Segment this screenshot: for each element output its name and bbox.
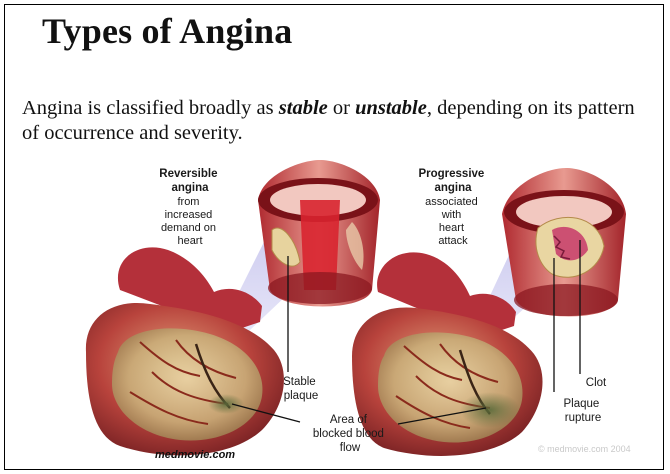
right-heading-line-1: Progressive <box>418 168 484 180</box>
blocked-area-line-2: blocked blood <box>313 428 384 440</box>
medmovie-credit-left: medmovie.com <box>155 449 235 461</box>
left-desc-label: from increased demand on heart <box>161 196 219 247</box>
right-artery-section <box>502 168 626 317</box>
plaque-rupture-line-2: rupture <box>565 412 601 424</box>
right-desc-line-4: attack <box>438 235 468 247</box>
left-desc-line-3: demand on <box>161 222 216 234</box>
right-heading-line-2: angina <box>434 182 472 194</box>
clot-label: Clot <box>586 377 607 389</box>
left-desc-line-2: increased <box>165 209 213 221</box>
left-heading-label: Reversible angina <box>159 168 220 194</box>
left-heading-line-1: Reversible <box>159 168 217 180</box>
stable-plaque-line-1: Stable <box>283 376 316 388</box>
plaque-rupture-line-1: Plaque <box>563 398 599 410</box>
right-desc-line-1: associated <box>425 196 478 208</box>
stable-plaque-line-2: plaque <box>284 390 319 402</box>
left-desc-line-1: from <box>177 196 199 208</box>
right-desc-label: associated with heart attack <box>425 196 481 247</box>
medmovie-credit-right: © medmovie.com 2004 <box>538 444 631 454</box>
left-desc-line-4: heart <box>177 235 202 247</box>
plaque-rupture-label: Plaque rupture <box>563 398 602 424</box>
blocked-area-line-3: flow <box>340 442 361 454</box>
right-desc-line-2: with <box>441 209 462 221</box>
left-heading-line-2: angina <box>171 182 209 194</box>
right-heading-label: Progressive angina <box>418 168 487 194</box>
right-desc-line-3: heart <box>439 222 464 234</box>
left-artery-section <box>258 160 380 307</box>
blocked-area-line-1: Area of <box>330 414 368 426</box>
stable-plaque-label: Stable plaque <box>283 376 319 402</box>
